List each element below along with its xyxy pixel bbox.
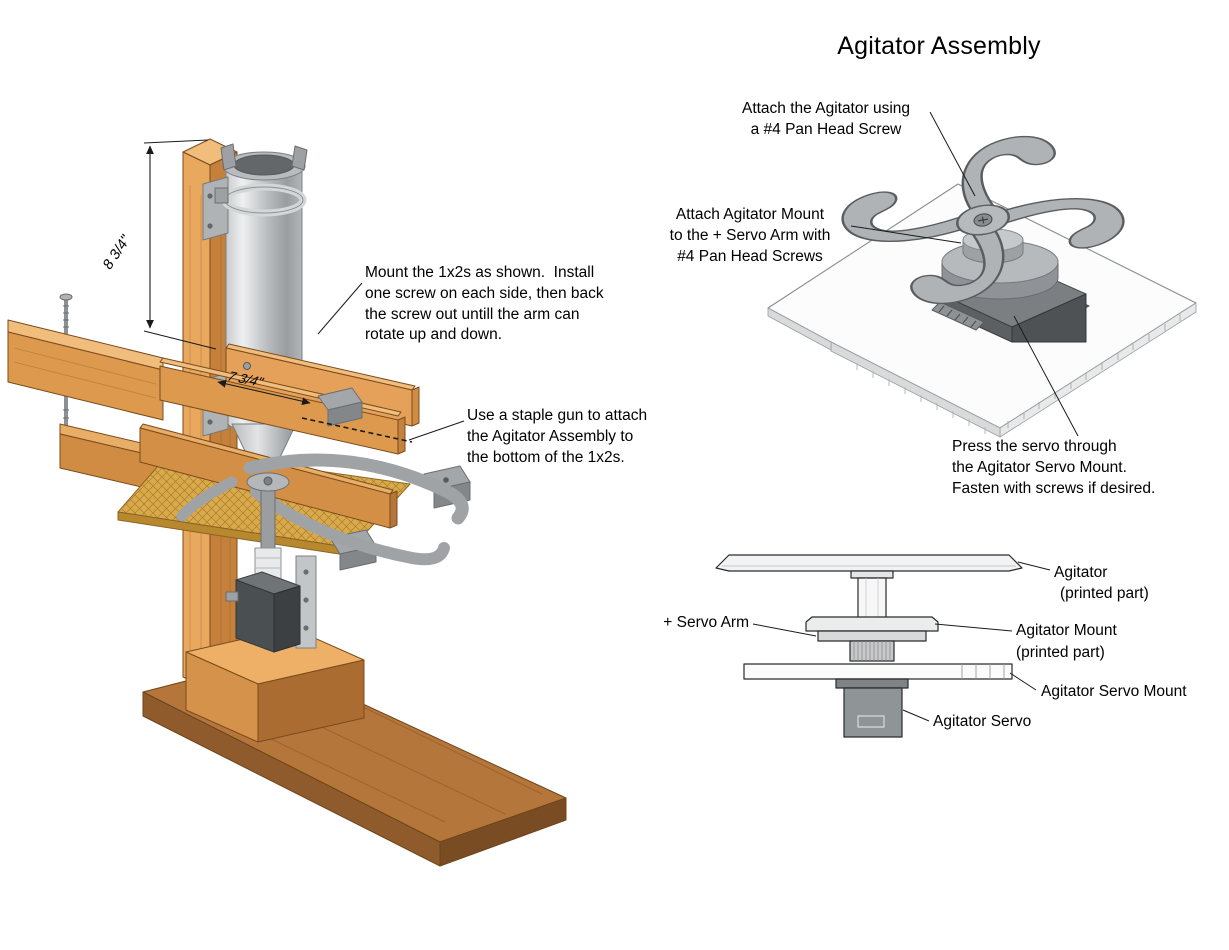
staple-line <box>301 417 413 443</box>
sv-servo-arm <box>817 630 927 642</box>
pivot-screw-head <box>243 362 251 370</box>
assembly-leaders <box>850 111 1079 437</box>
lid-latch-left <box>220 143 237 171</box>
stand-view <box>7 138 567 867</box>
label-servo-arm: + Servo Arm <box>663 614 749 631</box>
extension-line-top <box>143 139 209 144</box>
sv-servo-connector <box>857 715 885 728</box>
callout-attach-agitator: Attach the Agitator using a #4 Pan Head … <box>741 100 911 138</box>
agitator-blades-edge <box>176 453 469 566</box>
left-arm-board <box>7 319 164 421</box>
leader-line-servo-callout <box>1013 315 1079 437</box>
leader-line-staple-note <box>408 420 465 441</box>
label-agitator: Agitator <box>1054 564 1108 581</box>
leader-line-mount-callout <box>850 225 962 244</box>
label-servo-mount: Agitator Servo Mount <box>1041 683 1187 700</box>
coroplast-flutes-right <box>1007 314 1181 428</box>
extension-line-bottom <box>143 330 217 350</box>
sv-servo-body <box>843 687 903 738</box>
sv-servo-mount-board <box>743 663 1013 680</box>
page-title: Agitator Assembly <box>837 32 1041 60</box>
note-staple: Use a staple gun to attach the Agitator … <box>467 407 648 466</box>
sv-servo-spline <box>849 640 895 662</box>
callout-press-servo: Press the servo through the Agitator Ser… <box>952 438 1156 497</box>
leader-line-agitator-mount <box>934 623 1013 632</box>
upper-clamp <box>202 176 307 241</box>
callout-attach-mount: Attach Agitator Mount to the + Servo Arm… <box>669 206 831 265</box>
stand-servo <box>225 547 317 653</box>
label-mount: Agitator Mount <box>1016 622 1117 639</box>
stand-annotations <box>143 139 465 443</box>
leader-line-mount-note <box>317 282 363 335</box>
dimension-line-arm <box>217 379 311 406</box>
note-mount-arms: Mount the 1x2s as shown. Install one scr… <box>365 264 604 344</box>
side-view-art <box>715 554 1051 738</box>
lid-latch-right <box>291 145 308 171</box>
sv-agitator-flange <box>850 570 894 579</box>
sv-agitator-shaft <box>857 577 887 619</box>
sv-servo-flange <box>835 678 909 689</box>
label-agitator-sub: (printed part) <box>1060 585 1149 602</box>
coroplast-flutes-left <box>856 363 986 434</box>
leader-line-servo-mount <box>1009 672 1037 691</box>
leader-line-agitator <box>1017 561 1051 571</box>
sv-agitator <box>715 554 1023 572</box>
assembly-agitator <box>841 135 1125 305</box>
assembly-view-art <box>767 111 1197 438</box>
label-mount-sub: (printed part) <box>1016 644 1105 661</box>
base-block <box>185 627 365 743</box>
side-leaders <box>752 561 1051 722</box>
leader-line-servo <box>902 709 930 722</box>
label-servo: Agitator Servo <box>933 713 1032 730</box>
sv-agitator-mount <box>805 616 939 632</box>
leader-line-servo-arm <box>752 623 817 637</box>
leader-line-agitator-callout <box>929 111 976 197</box>
